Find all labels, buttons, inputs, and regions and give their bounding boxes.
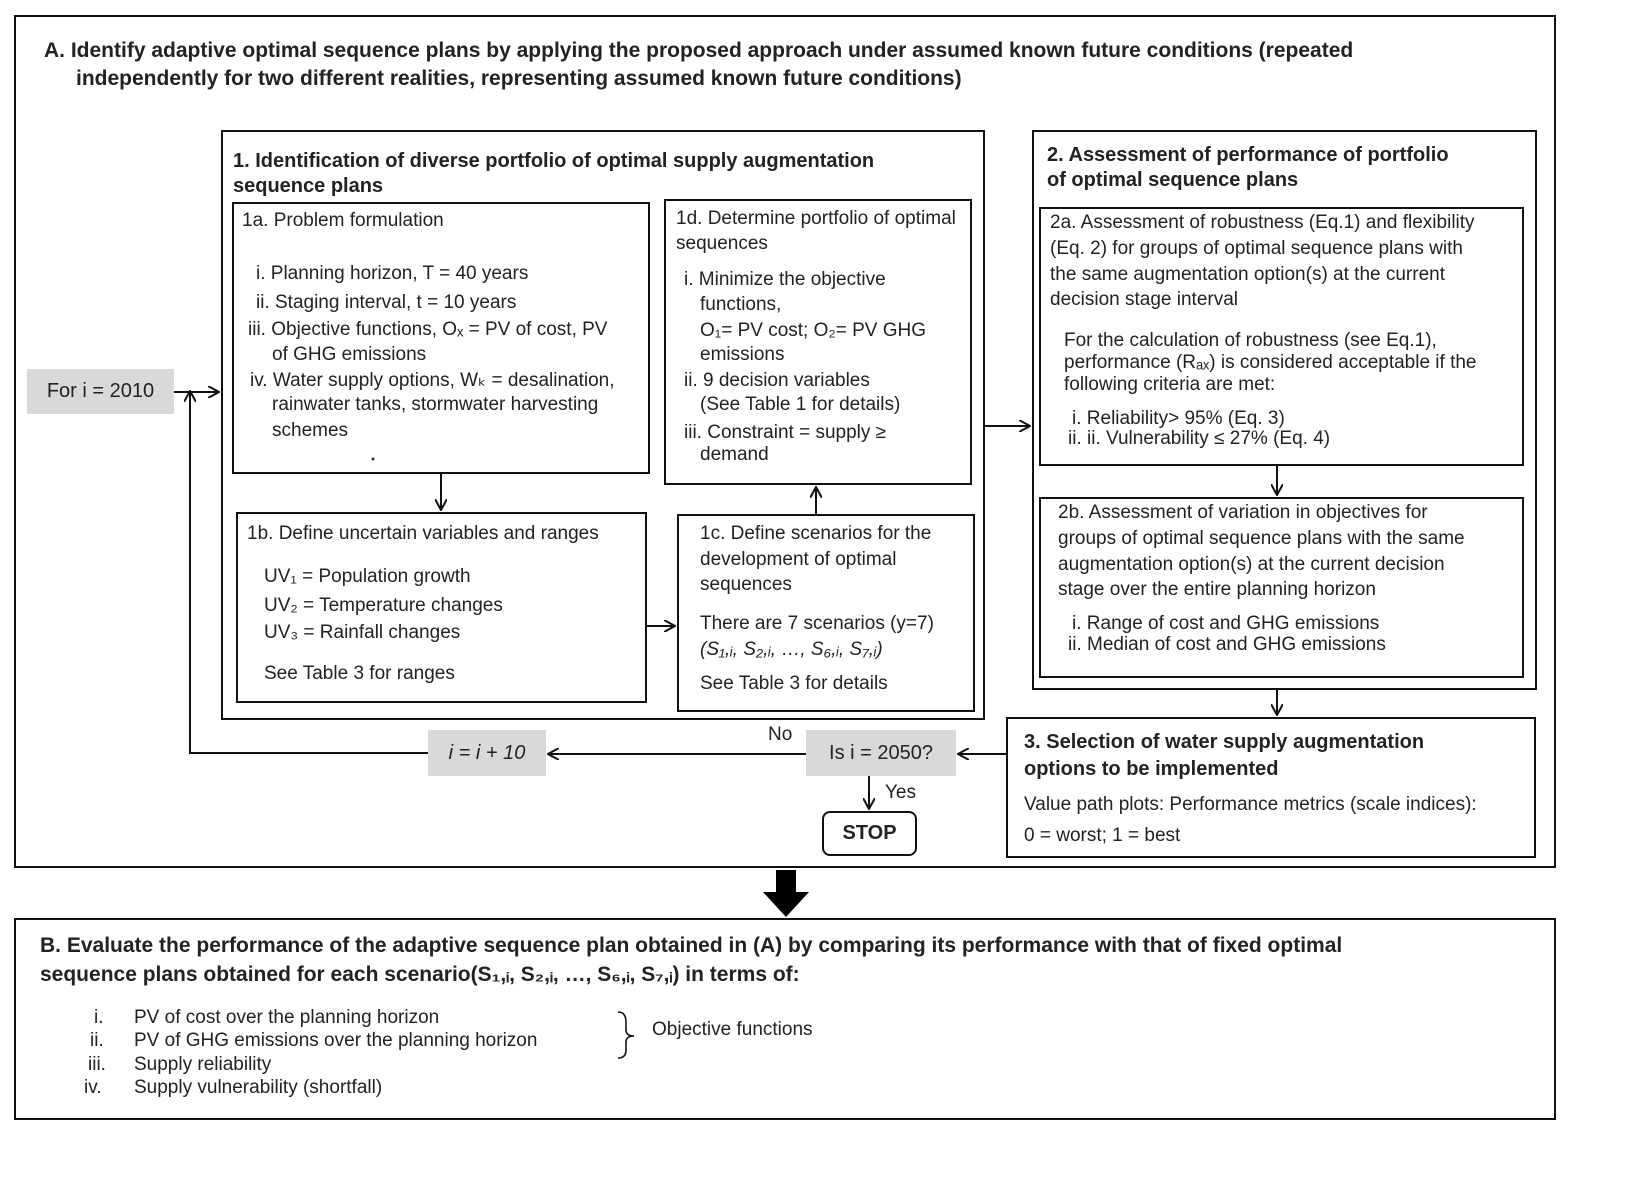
box-1c-line: (S₁,ᵢ, S₂,ᵢ, …, S₆,ᵢ, S₇,ᵢ)	[700, 639, 883, 660]
box-2a-line: 2a. Assessment of robustness (Eq.1) and …	[1050, 212, 1475, 233]
step3-title-line1: 3. Selection of water supply augmentatio…	[1024, 731, 1425, 753]
section-b-box	[14, 918, 1556, 1120]
section-a-title-line2: independently for two different realitie…	[76, 67, 962, 90]
box-1d-line: emissions	[700, 344, 785, 365]
box-1d	[664, 199, 972, 485]
start-box: For i = 2010	[27, 369, 174, 414]
big-down-arrow	[763, 870, 809, 917]
box-1a-line: rainwater tanks, stormwater harvesting	[272, 394, 599, 415]
box-1d-title-line1: 1d. Determine portfolio of optimal	[676, 208, 956, 229]
box-1d-line: i. Minimize the objective	[684, 269, 886, 290]
step2-title-line2: of optimal sequence plans	[1047, 169, 1299, 191]
box-1a-line: iv. Water supply options, Wₖ = desalinat…	[250, 370, 615, 391]
box-2b	[1039, 497, 1524, 678]
box-2a-line: (Eq. 2) for groups of optimal sequence p…	[1050, 238, 1463, 259]
box-1c-title-line2: development of optimal	[700, 549, 897, 570]
box-1b	[236, 512, 647, 703]
box-1c-line: There are 7 scenarios (y=7)	[700, 613, 934, 634]
box-1a	[232, 202, 650, 474]
section-b-title-line2: sequence plans obtained for each scenari…	[40, 963, 800, 986]
increment-box: i = i + 10	[428, 730, 546, 776]
box-1c-title-line3: sequences	[700, 574, 792, 595]
box-2a-line: For the calculation of robustness (see E…	[1064, 330, 1437, 351]
box-1a-line: of GHG emissions	[272, 344, 427, 365]
yes-label: Yes	[885, 782, 916, 803]
box-2a-line: performance (Rₐₓ) is considered acceptab…	[1064, 352, 1477, 373]
section-b-item-text: PV of cost over the planning horizon	[134, 1007, 440, 1028]
box-2b-line: 2b. Assessment of variation in objective…	[1058, 502, 1428, 523]
box-2b-line: stage over the entire planning horizon	[1058, 579, 1376, 600]
box-1b-line: UV₁ = Population growth	[264, 566, 471, 587]
box-1a-title: 1a. Problem formulation	[242, 210, 444, 231]
box-2a	[1039, 207, 1524, 466]
section-b-item-num: ii.	[90, 1030, 104, 1051]
section-b-item-text: PV of GHG emissions over the planning ho…	[134, 1030, 538, 1051]
box-1b-title: 1b. Define uncertain variables and range…	[247, 523, 599, 544]
box-1d-line: iii. Constraint = supply ≥	[684, 422, 887, 443]
box-1a-line: ii. Staging interval, t = 10 years	[256, 292, 517, 313]
stray-dot	[371, 457, 375, 461]
brace	[617, 1011, 635, 1059]
box-2a-line: following criteria are met:	[1064, 374, 1276, 395]
section-b-item-num: i.	[94, 1007, 104, 1028]
arrow-loop-back	[190, 392, 428, 754]
step1-title-line2: sequence plans	[233, 175, 384, 197]
box-2b-line: i. Range of cost and GHG emissions	[1072, 613, 1380, 634]
section-b-item-num: iii.	[88, 1054, 106, 1075]
box-1b-line: UV₂ = Temperature changes	[264, 595, 503, 616]
section-b-item-text: Supply vulnerability (shortfall)	[134, 1077, 383, 1098]
box-1d-line: functions,	[700, 294, 782, 315]
box-1a-line: i. Planning horizon, T = 40 years	[256, 263, 529, 284]
step2-title-line1: 2. Assessment of performance of portfoli…	[1047, 144, 1449, 166]
section-b-item-num: iv.	[84, 1077, 102, 1098]
box-1d-line: O₁= PV cost; O₂= PV GHG	[700, 320, 927, 341]
box-1d-line: (See Table 1 for details)	[700, 394, 901, 415]
box-1a-line: schemes	[272, 420, 349, 441]
box-1d-title-line2: sequences	[676, 233, 768, 254]
box-1d-line: demand	[700, 444, 769, 465]
section-a-title-line1: A. Identify adaptive optimal sequence pl…	[44, 39, 1354, 62]
step3-line: 0 = worst; 1 = best	[1024, 825, 1181, 846]
box-1a-line: iii. Objective functions, Oₓ = PV of cos…	[248, 319, 608, 340]
decision-box: Is i = 2050?	[806, 730, 956, 776]
section-b-title-line1: B. Evaluate the performance of the adapt…	[40, 934, 1343, 957]
step1-title-line1: 1. Identification of diverse portfolio o…	[233, 150, 875, 172]
box-1c-line: See Table 3 for details	[700, 673, 888, 694]
box-1c	[677, 514, 975, 712]
section-b-item-text: Supply reliability	[134, 1054, 272, 1075]
box-1d-line: ii. 9 decision variables	[684, 370, 870, 391]
objective-functions-label: Objective functions	[652, 1019, 813, 1040]
box-1b-line: UV₃ = Rainfall changes	[264, 622, 461, 643]
step3-line: Value path plots: Performance metrics (s…	[1024, 794, 1477, 815]
step3-title-line2: options to be implemented	[1024, 758, 1279, 780]
box-1b-line: See Table 3 for ranges	[264, 663, 455, 684]
box-2a-line: ii. ii. Vulnerability ≤ 27% (Eq. 4)	[1068, 428, 1331, 449]
box-2a-line: i. Reliability> 95% (Eq. 3)	[1072, 408, 1285, 429]
no-label: No	[768, 724, 793, 745]
step3-box	[1006, 717, 1536, 858]
box-2a-line: decision stage interval	[1050, 289, 1238, 310]
box-2b-line: augmentation option(s) at the current de…	[1058, 554, 1445, 575]
box-1c-title-line1: 1c. Define scenarios for the	[700, 523, 932, 544]
stop-box: STOP	[822, 811, 917, 856]
box-2a-line: the same augmentation option(s) at the c…	[1050, 264, 1446, 285]
box-2b-line: groups of optimal sequence plans with th…	[1058, 528, 1465, 549]
box-2b-line: ii. Median of cost and GHG emissions	[1068, 634, 1386, 655]
